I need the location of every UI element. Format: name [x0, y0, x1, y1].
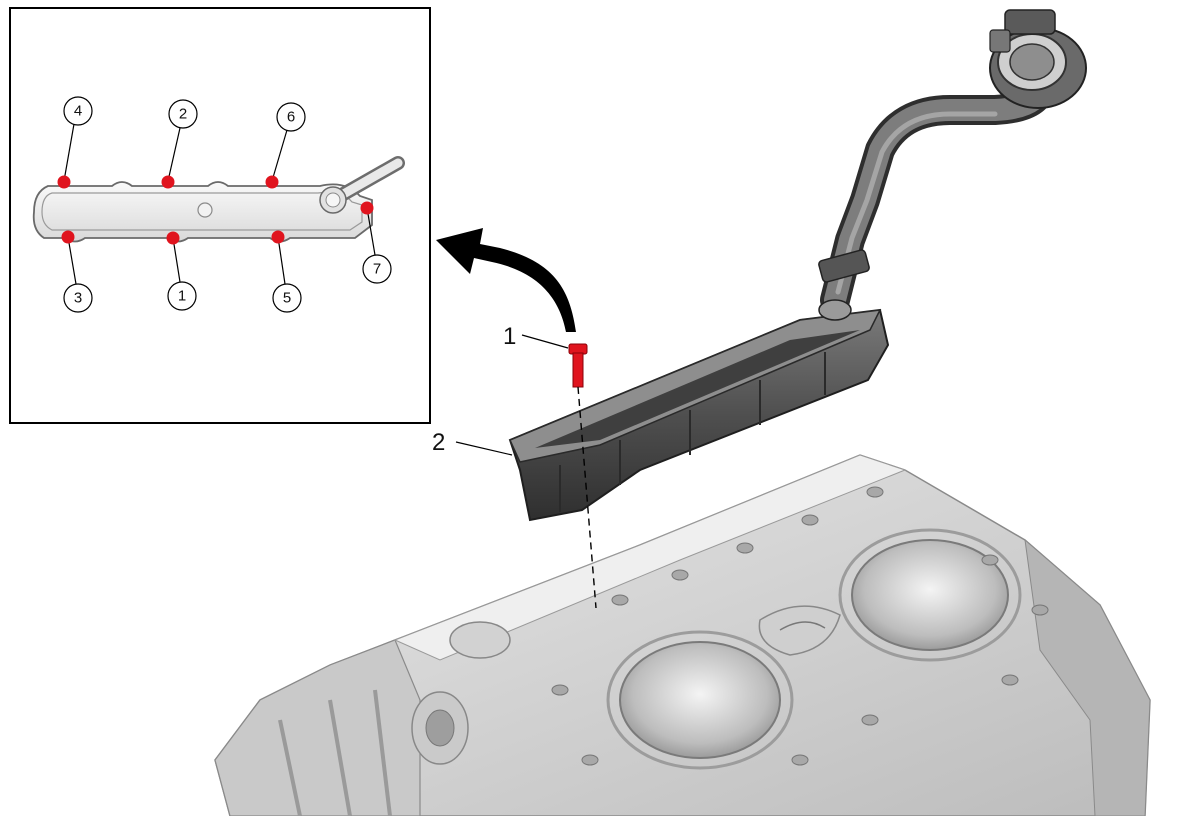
sequence-callout: 2	[179, 106, 187, 123]
inset-tightening-sequence: 1 2 3 4 5 6 7	[9, 7, 431, 424]
leader-line-2	[455, 441, 513, 456]
bolt-position-marker	[360, 201, 374, 215]
sequence-callout: 5	[283, 290, 291, 307]
view-reference-arrow	[436, 228, 576, 332]
callout-label-housing: 2	[432, 429, 445, 456]
bolt-position-marker	[57, 175, 71, 189]
sequence-callout: 1	[178, 288, 186, 305]
sequence-callout: 3	[74, 290, 82, 307]
bolt-position-marker	[161, 175, 175, 189]
sequence-callout: 4	[74, 103, 82, 120]
engine-block	[214, 454, 1151, 816]
vent-housing-bolt	[568, 343, 588, 388]
vent-housing	[508, 299, 890, 522]
sequence-callout: 6	[287, 109, 295, 126]
bolt-position-marker	[61, 230, 75, 244]
oil-filler-tube	[818, 9, 1087, 315]
bolt-position-marker	[271, 230, 285, 244]
filler-cap	[989, 9, 1087, 109]
bolt-position-marker	[265, 175, 279, 189]
callout-label-bolt: 1	[503, 323, 516, 350]
installation-line	[577, 386, 597, 609]
cylinder-bore	[619, 641, 781, 759]
sequence-callout: 7	[373, 261, 381, 278]
leader-line-1	[521, 334, 569, 349]
bolt-position-marker	[166, 231, 180, 245]
cylinder-bore	[851, 539, 1009, 651]
